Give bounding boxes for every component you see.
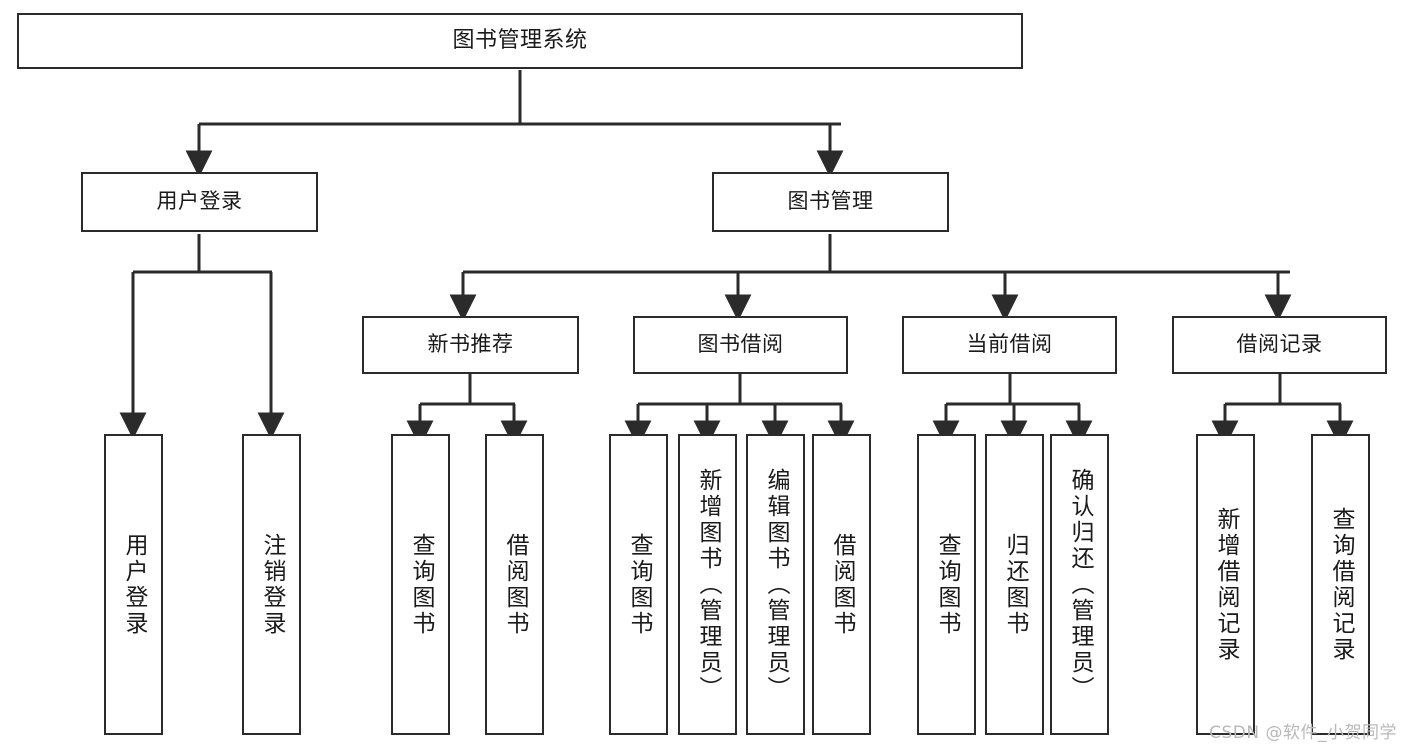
node-label: 查询借阅记录 — [1328, 506, 1354, 663]
leaf-book-borrow-edit-book-admin[interactable]: 编辑图书（管理员） — [746, 434, 805, 735]
node-label: 图书管理 — [787, 189, 874, 214]
node-label: 编辑图书（管理员） — [763, 467, 789, 702]
node-label: 借阅记录 — [1236, 332, 1323, 357]
leaf-borrow-record-add-record[interactable]: 新增借阅记录 — [1196, 434, 1255, 735]
leaf-borrow-record-query-record[interactable]: 查询借阅记录 — [1311, 434, 1370, 735]
node-label: 归还图书 — [1002, 532, 1028, 637]
node-label: 用户登录 — [156, 189, 243, 214]
node-label: 查询图书 — [408, 532, 434, 637]
node-label: 图书借阅 — [697, 332, 784, 357]
node-label: 确认归还（管理员） — [1067, 467, 1093, 702]
leaf-user-login-login[interactable]: 用户登录 — [104, 434, 163, 735]
node-book-borrow[interactable]: 图书借阅 — [633, 316, 848, 374]
node-book-management[interactable]: 图书管理 — [712, 172, 949, 232]
node-label: 注销登录 — [259, 532, 285, 637]
node-label: 当前借阅 — [966, 332, 1053, 357]
node-label: 新增借阅记录 — [1213, 506, 1239, 663]
leaf-new-book-query-books[interactable]: 查询图书 — [391, 434, 450, 735]
node-current-borrow[interactable]: 当前借阅 — [902, 316, 1117, 374]
leaf-current-borrow-query-books[interactable]: 查询图书 — [917, 434, 976, 735]
node-label: 查询图书 — [626, 532, 652, 637]
node-label: 查询图书 — [934, 532, 960, 637]
leaf-user-login-logout[interactable]: 注销登录 — [242, 434, 301, 735]
node-borrow-record[interactable]: 借阅记录 — [1172, 316, 1387, 374]
leaf-book-borrow-query-books[interactable]: 查询图书 — [609, 434, 668, 735]
leaf-current-borrow-return-books[interactable]: 归还图书 — [985, 434, 1044, 735]
node-label: 图书管理系统 — [452, 27, 588, 53]
node-label: 用户登录 — [121, 532, 147, 637]
node-label: 借阅图书 — [502, 532, 528, 637]
csdn-watermark: CSDN @软件_小贺同学 — [1209, 723, 1397, 743]
leaf-current-borrow-confirm-return-admin[interactable]: 确认归还（管理员） — [1050, 434, 1109, 735]
node-new-book-recommend[interactable]: 新书推荐 — [362, 316, 579, 374]
node-user-login[interactable]: 用户登录 — [81, 172, 318, 232]
node-label: 借阅图书 — [829, 532, 855, 637]
node-label: 新增图书（管理员） — [695, 467, 721, 702]
leaf-book-borrow-borrow-books[interactable]: 借阅图书 — [812, 434, 871, 735]
node-root-book-management-system[interactable]: 图书管理系统 — [17, 13, 1023, 69]
node-label: 新书推荐 — [427, 332, 514, 357]
leaf-new-book-borrow-books[interactable]: 借阅图书 — [485, 434, 544, 735]
leaf-book-borrow-add-book-admin[interactable]: 新增图书（管理员） — [678, 434, 737, 735]
